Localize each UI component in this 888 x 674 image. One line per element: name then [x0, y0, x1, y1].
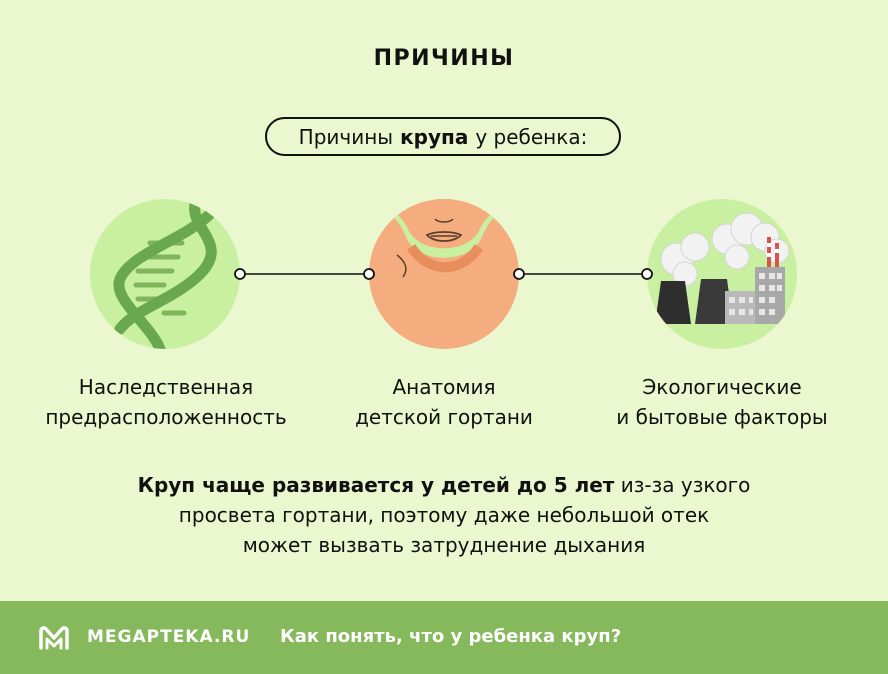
- cause-label-anatomy: Анатомия детской гортани: [294, 372, 594, 432]
- note-line-3: может вызвать затруднение дыхания: [242, 533, 646, 557]
- subtitle-before: Причины: [298, 124, 394, 149]
- note-bold: Круп чаще развивается у детей до 5 лет: [137, 473, 615, 497]
- cause-label-line: предрасположенность: [45, 405, 287, 429]
- throat-icon: [369, 199, 519, 349]
- dna-circle: [90, 199, 240, 349]
- subtitle-bold: крупа: [400, 124, 469, 149]
- footer-question: Как понять, что у ребенка круп?: [280, 626, 622, 647]
- megapteka-logo-icon[interactable]: [38, 625, 70, 651]
- subtitle-pill: Причины крупа у ребенка:: [265, 117, 621, 156]
- factory-circle: [647, 199, 797, 349]
- cause-label-line: детской гортани: [355, 405, 533, 429]
- dna-icon: [113, 199, 217, 349]
- cause-label-line: Анатомия: [392, 375, 496, 399]
- note-line-1: Круп чаще развивается у детей до 5 лет и…: [60, 470, 828, 500]
- note-line-1-rest: из-за узкого: [614, 473, 751, 497]
- cause-label-line: Наследственная: [78, 375, 254, 399]
- throat-circle: [369, 199, 519, 349]
- cause-label-heredity: Наследственная предрасположенность: [16, 372, 316, 432]
- cause-label-line: и бытовые факторы: [616, 405, 828, 429]
- cause-label-environment: Экологические и бытовые факторы: [572, 372, 872, 432]
- footer-bar: MEGAPTEKA.RU Как понять, что у ребенка к…: [0, 601, 888, 674]
- factory-icon: [655, 212, 790, 324]
- subtitle-after: у ребенка:: [475, 124, 588, 149]
- cause-label-line: Экологические: [642, 375, 802, 399]
- info-note: Круп чаще развивается у детей до 5 лет и…: [60, 470, 828, 560]
- page-title: ПРИЧИНЫ: [373, 46, 515, 71]
- footer-brand[interactable]: MEGAPTEKA.RU: [87, 627, 251, 647]
- note-line-2: просвета гортани, поэтому даже небольшой…: [178, 503, 710, 527]
